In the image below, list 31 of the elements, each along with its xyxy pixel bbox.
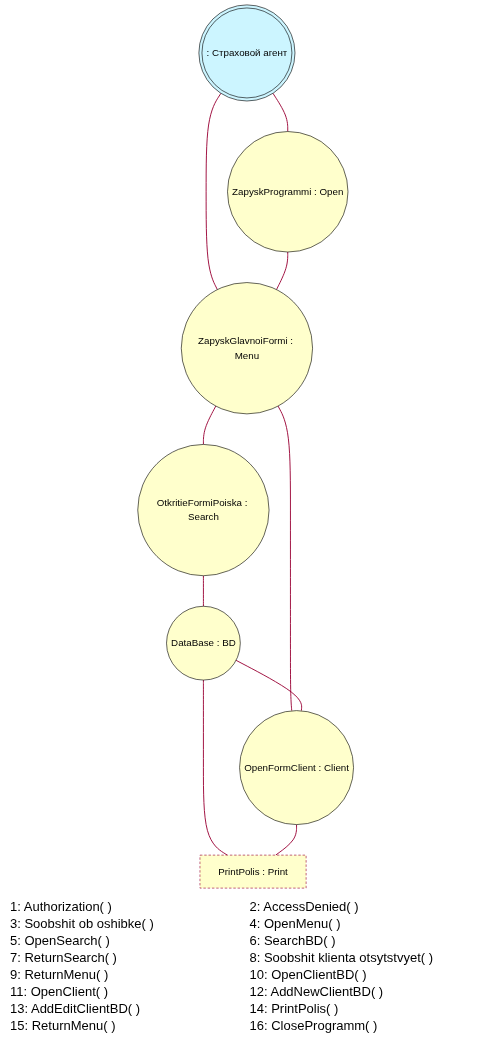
- message-label: 7: ReturnSearch( ): [10, 950, 118, 965]
- message-label: 11: OpenClient( ): [10, 984, 110, 999]
- message-label: 13: AddEditClientBD( ): [10, 1001, 142, 1016]
- connector: [202, 575, 204, 607]
- node-box: PrintPolis : Print: [199, 854, 307, 889]
- connector: [272, 92, 289, 132]
- node-circle: ZapyskGlavnoiFormi : Menu: [180, 282, 313, 415]
- node-circle: ZapyskProgrammi : Open: [227, 131, 349, 253]
- connector: [275, 824, 297, 856]
- message-label: 3: Soobshit ob oshibke( ): [10, 916, 155, 931]
- node-circle: OpenFormClient : Client: [239, 710, 354, 825]
- message-label: 8: Soobshit klienta otsytstvyet( ): [249, 950, 435, 965]
- connector: [205, 92, 222, 291]
- message-label: 10: OpenClientBD( ): [249, 967, 368, 982]
- connector: [235, 659, 302, 712]
- message-label: 2: AccessDenied( ): [249, 899, 360, 914]
- connector: [202, 405, 217, 445]
- message-label: 15: ReturnMenu( ): [10, 1018, 117, 1033]
- message-label: 9: ReturnMenu( ): [10, 967, 110, 982]
- node-circle: OtkritieFormiPoiska : Search: [137, 444, 270, 577]
- message-label: 14: PrintPolis( ): [249, 1001, 340, 1016]
- message-label: 6: SearchBD( ): [249, 933, 337, 948]
- node-circle: DataBase : BD: [166, 605, 241, 681]
- message-label: 4: OpenMenu( ): [249, 916, 342, 931]
- message-label: 1: Authorization( ): [10, 899, 113, 914]
- message-label: 12: AddNewClientBD( ): [249, 984, 385, 999]
- connector: [275, 251, 289, 291]
- message-label: 16: CloseProgramm( ): [249, 1018, 379, 1033]
- message-label: 5: OpenSearch( ): [10, 933, 111, 948]
- connector: [277, 405, 293, 712]
- connector: [202, 679, 228, 856]
